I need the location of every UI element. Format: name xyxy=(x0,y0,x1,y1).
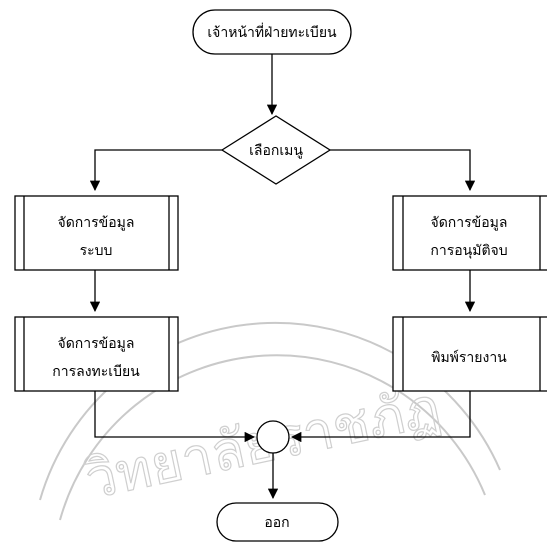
process-print-report: พิมพ์รายงาน xyxy=(392,316,547,392)
process-manage-graduation-approval-line2: การอนุมัติจบ xyxy=(430,243,507,259)
end-label: ออก xyxy=(264,515,289,531)
process-manage-system: จัดการข้อมูล ระบบ xyxy=(14,195,179,271)
process-manage-graduation-approval: จัดการข้อมูล การอนุมัติจบ xyxy=(392,195,547,271)
decision-label: เลือกเมนู xyxy=(249,143,303,159)
connector-decision-left xyxy=(89,149,222,192)
process-manage-registration-line2: การลงทะเบียน xyxy=(52,364,140,380)
process-manage-system-line2: ระบบ xyxy=(80,243,113,259)
start-label: เจ้าหน้าที่ฝ่ายทะเบียน xyxy=(207,23,337,41)
connector-decision-right xyxy=(330,149,476,192)
end-terminator: ออก xyxy=(216,502,339,542)
merge-connector-circle xyxy=(256,420,290,454)
process-manage-registration: จัดการข้อมูล การลงทะเบียน xyxy=(14,316,179,392)
process-print-report-label: พิมพ์รายงาน xyxy=(431,349,507,366)
connector-left2-merge xyxy=(94,391,256,443)
process-manage-registration-line1: จัดการข้อมูล xyxy=(58,336,135,352)
process-manage-system-line1: จัดการข้อมูล xyxy=(58,215,135,231)
process-manage-graduation-approval-line1: จัดการข้อมูล xyxy=(431,215,508,231)
start-terminator: เจ้าหน้าที่ฝ่ายทะเบียน xyxy=(192,9,352,55)
decision-diamond: เลือกเมนู xyxy=(220,115,332,185)
connector-right2-merge xyxy=(290,391,471,443)
